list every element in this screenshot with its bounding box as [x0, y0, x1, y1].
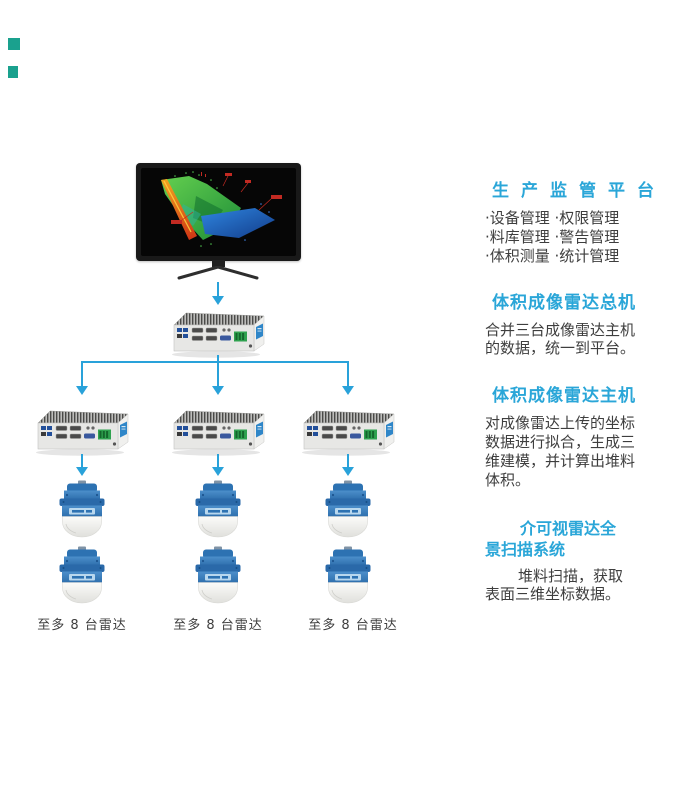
industrial-pc-image [172, 410, 265, 456]
info-block-text: 合并三台成像雷达主机 的数据，统一到平台。 [485, 321, 636, 357]
info-block-title: 介可视雷达全 [520, 519, 617, 538]
corner-mark [8, 66, 18, 78]
radar-hub-pc [168, 306, 268, 358]
flow-arrowhead-icon [76, 386, 88, 395]
flow-line [217, 454, 219, 468]
radar-device-image [325, 480, 371, 538]
industrial-pc-image [172, 312, 265, 358]
flow-arrowhead-icon [342, 467, 354, 476]
info-block-production-platform: 生产监管平台 ·设备管理 ·权限管理 ·料库管理 ·警告管理 ·体积测量 ·统计… [485, 181, 667, 266]
panoramic-radar-device [320, 480, 376, 538]
flow-line [347, 454, 349, 468]
flow-line [347, 361, 349, 387]
industrial-pc-image [36, 410, 129, 456]
radar-device-image [59, 480, 105, 538]
info-block-text: 堆料扫描，获取 表面三维坐标数据。 [485, 567, 624, 603]
monitor-stand-legs [177, 266, 259, 280]
radar-count-label: 至多 8 台雷达 [37, 618, 127, 633]
flow-line [81, 454, 83, 468]
panoramic-radar-device [320, 546, 376, 604]
panoramic-radar-device [54, 546, 110, 604]
flow-branch-line [81, 361, 349, 363]
radar-count-label: 至多 8 台雷达 [308, 618, 398, 633]
info-block-title: 景扫描系统 [485, 540, 566, 559]
radar-device-image [195, 546, 241, 604]
info-block-title: 生产监管平台 [492, 181, 666, 201]
flow-arrowhead-icon [212, 467, 224, 476]
panoramic-radar-device [54, 480, 110, 538]
monitor-stand [212, 260, 225, 267]
info-block-text: ·设备管理 ·权限管理 ·料库管理 ·警告管理 ·体积测量 ·统计管理 [485, 209, 620, 265]
monitor-screen [141, 168, 296, 256]
radar-host-pc-2 [168, 404, 268, 456]
radar-count-label: 至多 8 台雷达 [173, 618, 263, 633]
flow-line [81, 361, 83, 387]
flow-line [217, 282, 219, 297]
flow-arrowhead-icon [212, 386, 224, 395]
radar-device-image [325, 546, 371, 604]
panoramic-radar-device [190, 480, 246, 538]
info-block-radar-host: 体积成像雷达主机 对成像雷达上传的坐标 数据进行拟合，生成三 维建模，并计算出堆… [485, 386, 667, 490]
info-block-title: 体积成像雷达总机 [492, 293, 636, 313]
flow-arrowhead-icon [342, 386, 354, 395]
flow-arrowhead-icon [212, 296, 224, 305]
panoramic-radar-device [190, 546, 246, 604]
radar-device-image [195, 480, 241, 538]
monitor [136, 163, 301, 261]
flow-line [217, 361, 219, 387]
corner-mark [8, 38, 20, 50]
radar-host-pc-1 [32, 404, 132, 456]
radar-host-pc-3 [298, 404, 398, 456]
industrial-pc-image [302, 410, 395, 456]
point-cloud-visualization-image [161, 171, 282, 247]
radar-device-image [59, 546, 105, 604]
info-block-text: 对成像雷达上传的坐标 数据进行拟合，生成三 维建模，并计算出堆料 体积。 [485, 414, 636, 489]
info-block-radar-hub: 体积成像雷达总机 合并三台成像雷达主机 的数据，统一到平台。 [485, 293, 667, 357]
flow-line [217, 355, 219, 362]
flow-arrowhead-icon [76, 467, 88, 476]
info-block-title: 体积成像雷达主机 [492, 386, 636, 406]
info-block-panoramic-radar: 介可视雷达全 景扫描系统 堆料扫描，获取 表面三维坐标数据。 [485, 518, 667, 603]
